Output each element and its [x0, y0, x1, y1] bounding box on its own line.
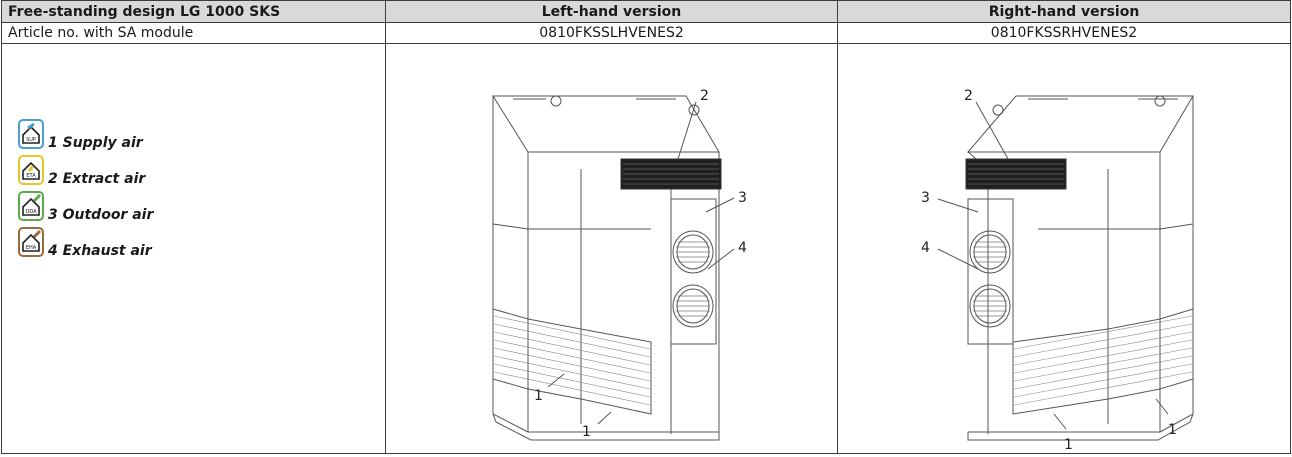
eha-icon-text: EHA	[26, 245, 37, 251]
article-row: Article no. with SA module 0810FKSSLHVEN…	[1, 22, 1291, 44]
air-legend: SUP 1 Supply air ETA 2 Extract air ODA 3…	[18, 113, 154, 259]
legend-label: 4 Exhaust air	[48, 243, 152, 259]
callout-2: 2	[964, 88, 973, 104]
callout-4: 4	[921, 240, 930, 256]
legend-label: 1 Supply air	[48, 135, 143, 151]
callout-4: 4	[738, 240, 747, 256]
article-right: 0810FKSSRHVENES2	[837, 22, 1291, 44]
article-label: Article no. with SA module	[1, 22, 386, 44]
right-hand-unit-drawing: 2 3 4 1 1	[921, 88, 1194, 453]
legend-item: ETA 2 Extract air	[18, 149, 153, 187]
callout-1: 1	[582, 424, 591, 440]
legend-label: 3 Outdoor air	[48, 207, 154, 223]
callout-2: 2	[700, 88, 709, 104]
supply-air-icon: SUP	[18, 119, 44, 149]
outdoor-air-icon: ODA	[18, 191, 44, 221]
callout-3: 3	[738, 190, 747, 206]
left-hand-unit-drawing: 2 3 4 1 1	[492, 88, 747, 441]
legend-item: ODA 3 Outdoor air	[18, 185, 154, 223]
extract-air-icon: ETA	[18, 155, 44, 185]
legend-cell: SUP 1 Supply air ETA 2 Extract air ODA 3…	[1, 43, 386, 454]
callout-1: 1	[1064, 437, 1073, 453]
callout-1: 1	[534, 388, 543, 404]
header-left-version: Left-hand version	[385, 0, 838, 23]
legend-item: EHA 4 Exhaust air	[18, 221, 153, 259]
header-row: Free-standing design LG 1000 SKS Left-ha…	[1, 0, 1291, 23]
header-right-version: Right-hand version	[837, 0, 1291, 23]
image-row: SUP 1 Supply air ETA 2 Extract air ODA 3…	[1, 43, 1291, 454]
callout-3: 3	[921, 190, 930, 206]
exhaust-air-icon: EHA	[18, 227, 44, 257]
left-drawing-cell: 2 3 4 1 1	[385, 43, 838, 454]
right-drawing-cell: 2 3 4 1 1	[837, 43, 1291, 454]
header-design: Free-standing design LG 1000 SKS	[1, 0, 386, 23]
sup-icon-text: SUP	[26, 137, 36, 143]
legend-item: SUP 1 Supply air	[18, 113, 153, 151]
callout-1: 1	[1168, 422, 1177, 438]
legend-label: 2 Extract air	[48, 171, 146, 187]
oda-icon-text: ODA	[25, 209, 37, 215]
article-left: 0810FKSSLHVENES2	[385, 22, 838, 44]
eta-icon-text: ETA	[26, 173, 36, 179]
